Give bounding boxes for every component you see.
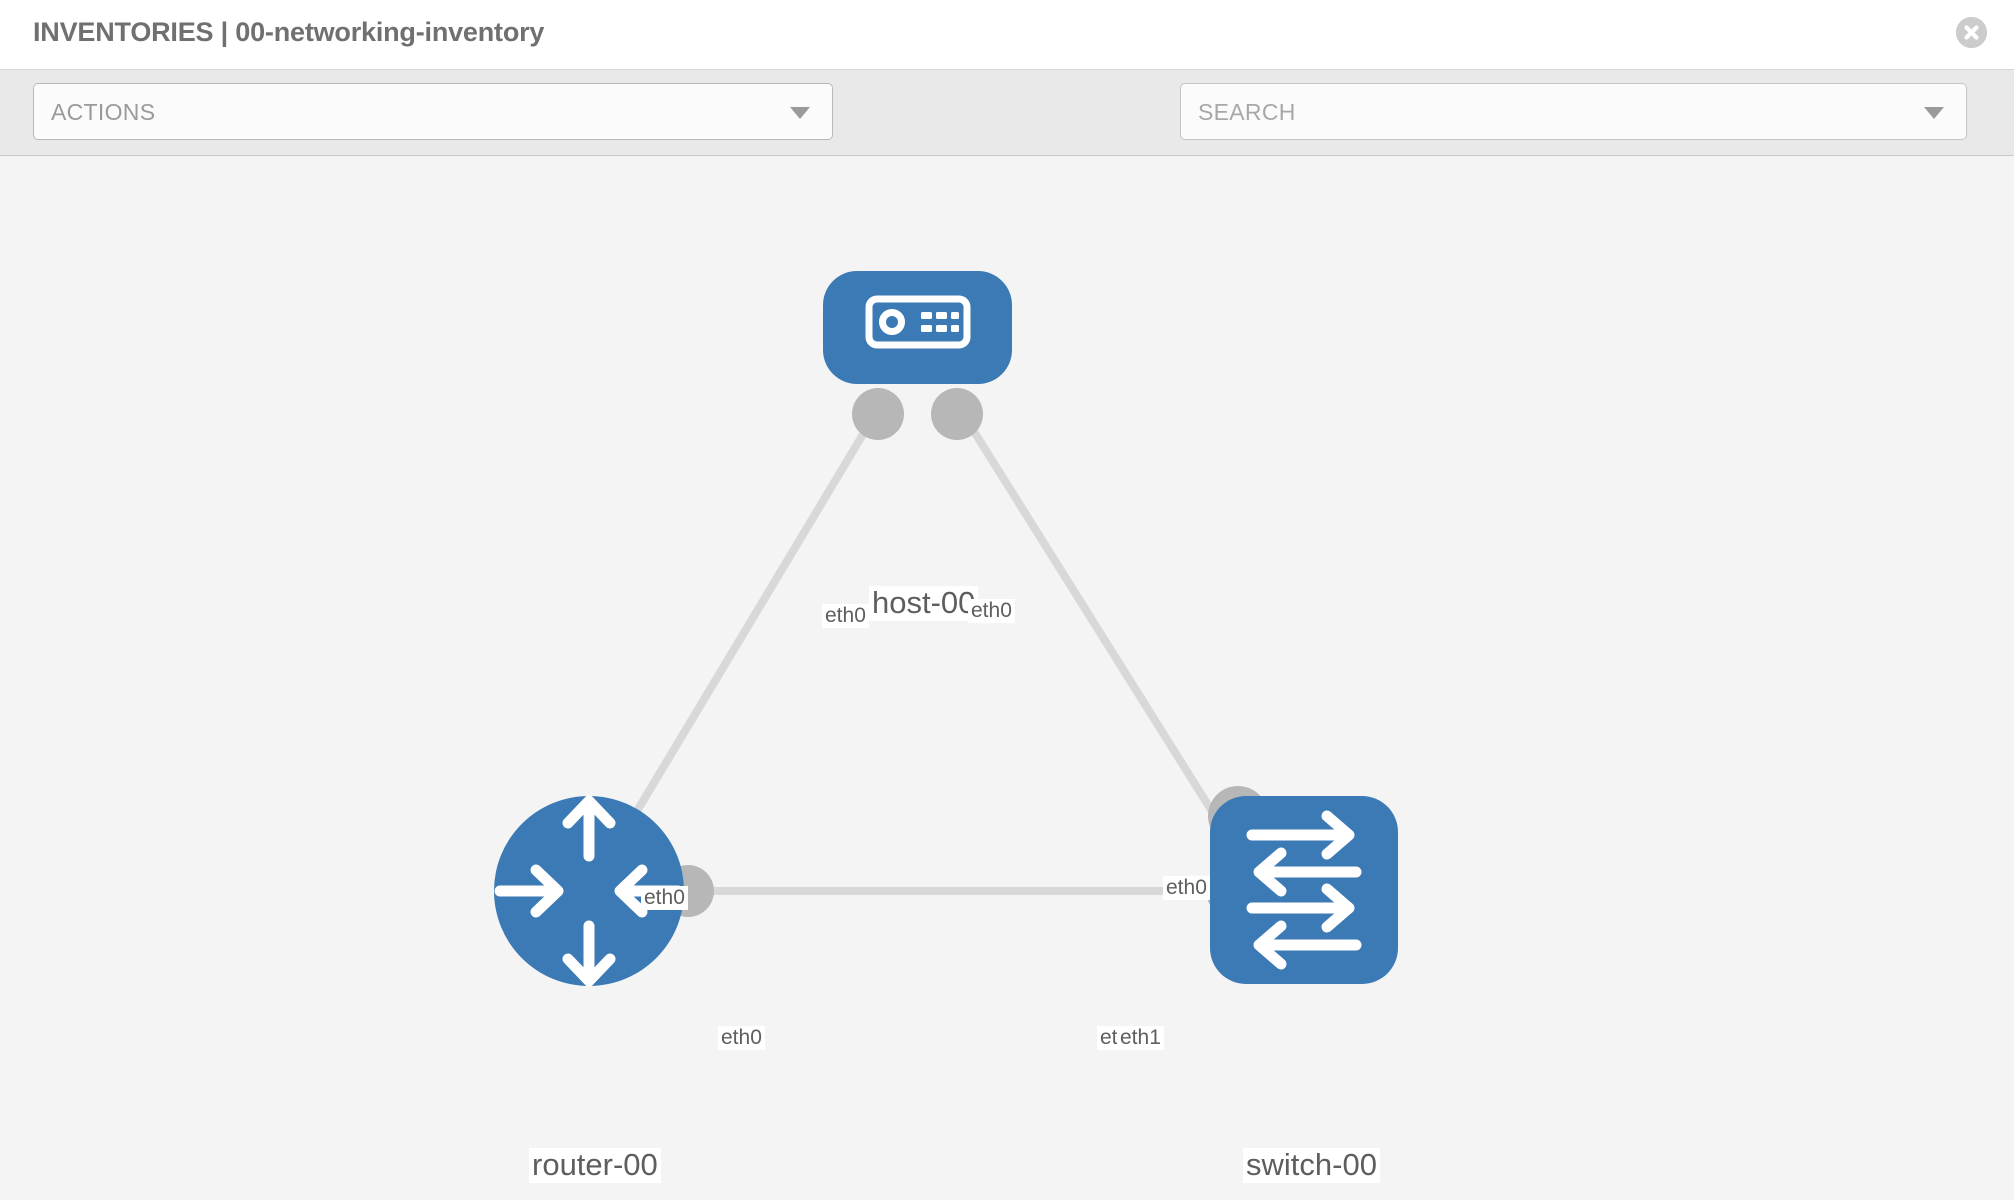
- node-switch-00[interactable]: [1210, 796, 1398, 984]
- search-placeholder: SEARCH: [1198, 99, 1296, 125]
- switch-icon: [1246, 810, 1362, 970]
- chevron-down-icon: [790, 106, 810, 119]
- actions-dropdown[interactable]: ACTIONS: [33, 83, 833, 140]
- link-host-router[interactable]: [606, 403, 884, 859]
- page-title: INVENTORIES | 00-networking-inventory: [33, 17, 545, 47]
- topology-canvas[interactable]: host-00 router-00 switch-00 eth0 eth0 et…: [0, 156, 2014, 1200]
- iface-nub[interactable]: [852, 388, 904, 440]
- node-router-00[interactable]: [494, 795, 684, 987]
- iface-label: eth0: [1163, 876, 1210, 901]
- page-header: INVENTORIES | 00-networking-inventory: [0, 0, 2014, 70]
- iface-label: eth0: [822, 604, 869, 629]
- node-host-00[interactable]: [823, 271, 1012, 384]
- node-label-switch-00: switch-00: [1243, 1148, 1380, 1183]
- iface-label: eth1: [1117, 1026, 1164, 1051]
- actions-dropdown-label: ACTIONS: [51, 99, 156, 125]
- iface-label: eth0: [968, 599, 1015, 624]
- search-input[interactable]: SEARCH: [1180, 83, 1967, 140]
- node-label-router-00: router-00: [529, 1148, 661, 1183]
- host-icon: [865, 295, 971, 349]
- iface-nub[interactable]: [931, 388, 983, 440]
- close-button[interactable]: [1956, 17, 1987, 48]
- toolbar: ACTIONS SEARCH: [0, 70, 2014, 198]
- chevron-down-icon[interactable]: [1924, 106, 1944, 119]
- node-label-host-00: host-00: [869, 586, 979, 621]
- router-icon: [494, 795, 684, 987]
- iface-label: eth0: [641, 886, 688, 911]
- iface-label: eth0: [718, 1026, 765, 1051]
- topology-graph: [494, 271, 1398, 987]
- link-host-switch[interactable]: [954, 403, 1244, 859]
- close-icon: [1956, 17, 1987, 48]
